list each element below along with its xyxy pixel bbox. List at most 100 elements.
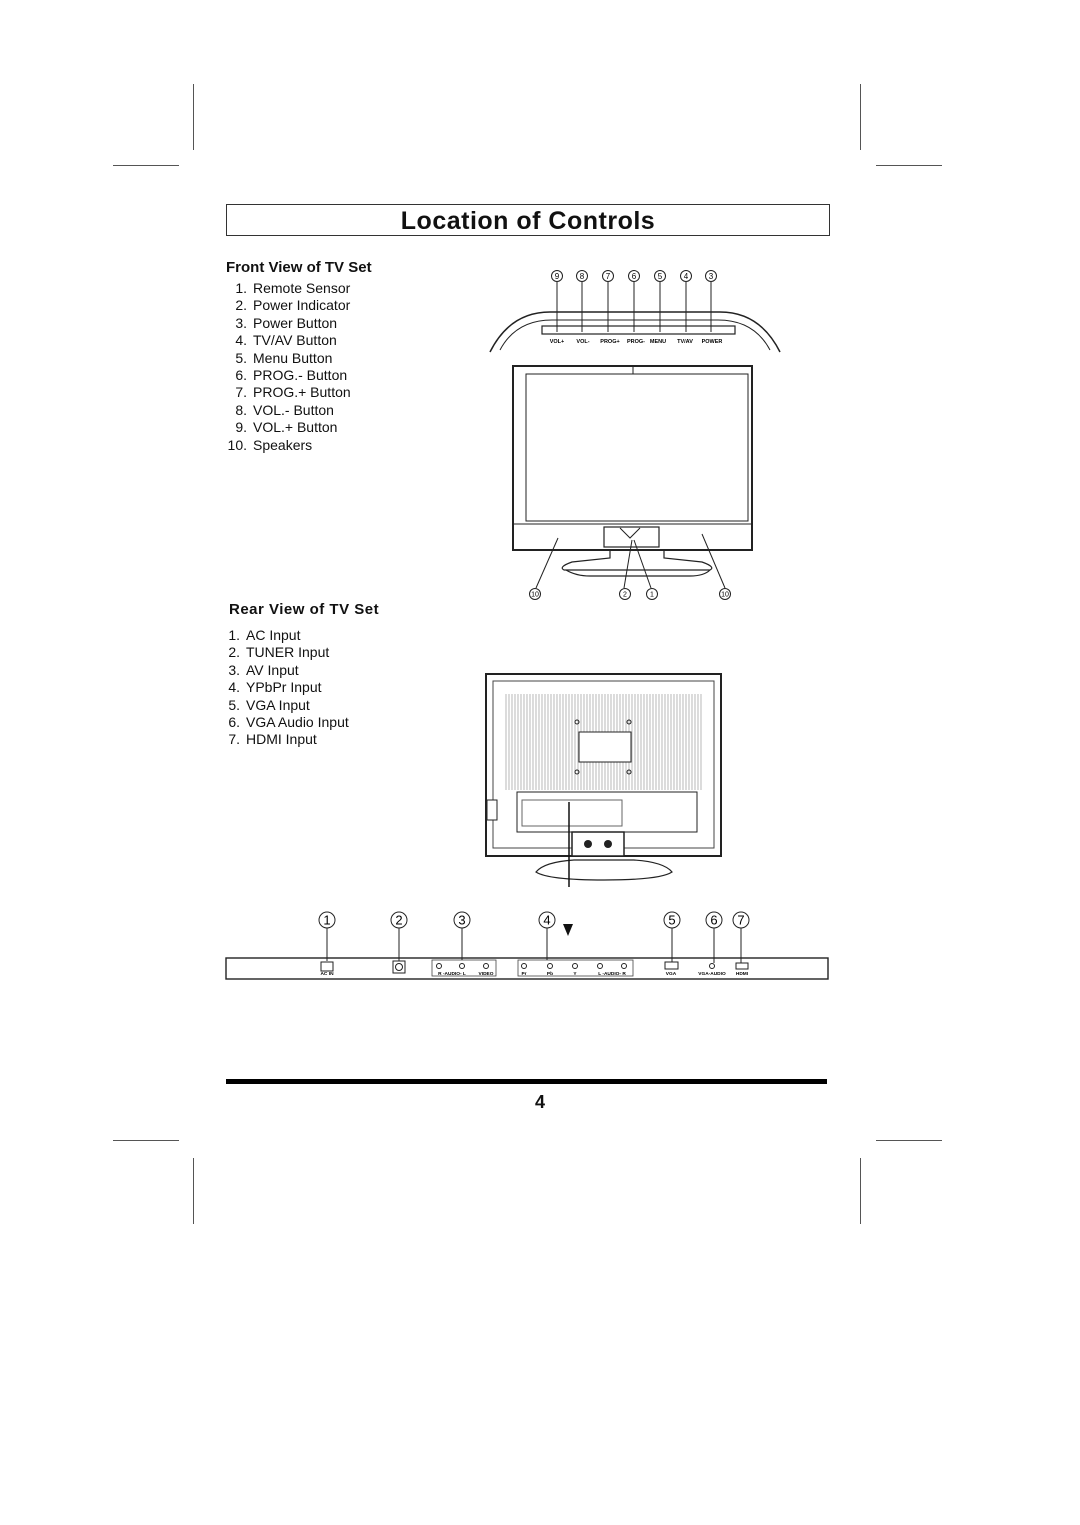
list-item-number: 9. [235, 419, 247, 436]
list-item: 7.PROG.+ Button [226, 384, 351, 401]
connector-label: HDMI [736, 971, 749, 977]
list-item-label: Speakers [253, 436, 313, 453]
crop-mark [860, 1158, 861, 1224]
tv-button-label: POWER [702, 339, 723, 345]
list-item-label: PROG.- Button [253, 366, 348, 383]
list-item: 10.Speakers [226, 437, 351, 454]
front-top-callout: 8 [580, 272, 585, 281]
front-top-callout-ring [576, 270, 588, 282]
crop-mark [113, 165, 179, 166]
tv-button-label: TV/AV [677, 339, 693, 345]
rear-view-diagram [485, 673, 722, 887]
rear-panel-callout: 4 [543, 913, 550, 928]
front-bottom-callout-ring [646, 588, 658, 600]
list-item-number: 4. [235, 332, 247, 349]
crop-mark [860, 84, 861, 150]
list-item: 9. VOL.+ Button [226, 419, 351, 436]
crop-mark [113, 1140, 179, 1141]
front-top-callout-ring [680, 270, 692, 282]
list-item: 6.PROG.- Button [226, 367, 351, 384]
list-item: 4. YPbPr Input [226, 679, 349, 696]
front-top-callout-ring [602, 270, 614, 282]
connector-label: Pb [547, 971, 553, 977]
crop-mark [876, 1140, 942, 1141]
front-view-heading: Front View of TV Set [226, 259, 372, 276]
pr-jack [521, 963, 527, 969]
list-item-label: PROG.+ Button [253, 384, 351, 401]
pb-jack [547, 963, 553, 969]
list-item-number: 8. [235, 401, 247, 418]
list-item: 7.HDMI Input [226, 731, 349, 748]
list-item: 5.Menu Button [226, 350, 351, 367]
front-bottom-callout-ring [619, 588, 631, 600]
list-item-number: 4. [228, 679, 240, 696]
tv-screen [525, 373, 749, 522]
connector-area [516, 791, 698, 833]
rear-panel-callout: 7 [737, 913, 744, 928]
list-item: 2.TUNER Input [226, 644, 349, 661]
front-top-callout: 5 [658, 272, 663, 281]
list-item: 2.Power Indicator [226, 297, 351, 314]
list-item-number: 5. [228, 696, 240, 713]
audio-r2-jack [621, 963, 627, 969]
rear-stand-neck [571, 831, 625, 857]
tv-stand-base [561, 550, 713, 571]
list-item-label: VGA Input [246, 696, 310, 713]
rear-stand-base [535, 859, 673, 881]
front-top-callout: 4 [684, 272, 689, 281]
front-bottom-callout: 10 [531, 592, 539, 599]
list-item-label: TV/AV Button [253, 332, 337, 349]
connector-strip [225, 957, 829, 980]
list-item-number: 1. [235, 280, 247, 296]
control-panel-outline [489, 311, 781, 353]
front-bottom-callout: 1 [650, 592, 654, 599]
audio-l2-jack [597, 963, 603, 969]
tv-button-label: MENU [650, 339, 666, 345]
front-top-callout: 3 [709, 272, 714, 281]
connector-label: L -AUDIO- R [598, 971, 626, 977]
list-item: 1.AC Input [226, 627, 349, 644]
connector-label: VGA [666, 971, 677, 977]
rear-panel-callout: 5 [668, 913, 675, 928]
hdmi-port [735, 962, 749, 970]
connector-label: Y [573, 971, 577, 977]
front-top-callout-ring [628, 270, 640, 282]
list-item: 3. AV Input [226, 662, 349, 679]
crop-mark [876, 165, 942, 166]
list-item-label: AC Input [246, 627, 301, 643]
list-item-number: 6. [228, 713, 240, 730]
video-jack [483, 963, 489, 969]
vesa-plate [578, 731, 632, 763]
list-item: 1.Remote Sensor [226, 280, 351, 297]
connector-label: VIDEO [479, 971, 494, 977]
list-item-label: VGA Audio Input [246, 713, 349, 730]
list-item-number: 3. [228, 661, 240, 678]
connector-label: VGA-AUDIO [698, 971, 726, 977]
front-top-callout: 9 [555, 272, 560, 281]
list-item: 3.Power Button [226, 315, 351, 332]
list-item-label: VOL.+ Button [253, 419, 338, 436]
front-bottom-callout-ring [529, 588, 541, 600]
crop-mark [193, 1158, 194, 1224]
tv-button-label: VOL- [576, 339, 589, 345]
list-item: 4. TV/AV Button [226, 332, 351, 349]
front-top-callout-ring [654, 270, 666, 282]
list-item: 5. VGA Input [226, 697, 349, 714]
list-item-label: YPbPr Input [246, 679, 322, 696]
list-item: 6. VGA Audio Input [226, 713, 349, 731]
connector-label: R -AUDIO- L [438, 971, 466, 977]
front-top-callout: 6 [632, 272, 637, 281]
front-top-callout-ring [705, 270, 717, 282]
front-top-callout-ring [551, 270, 563, 282]
front-bottom-callout: 10 [721, 592, 729, 599]
list-item-number: 2. [235, 297, 247, 314]
y-jack [572, 963, 578, 969]
list-item-label: AV Input [246, 661, 299, 678]
rear-panel-callout: 6 [710, 913, 717, 928]
tv-button-label: PROG- [627, 339, 645, 345]
list-item-number: 3. [235, 314, 247, 331]
page-number: 4 [534, 1092, 545, 1112]
